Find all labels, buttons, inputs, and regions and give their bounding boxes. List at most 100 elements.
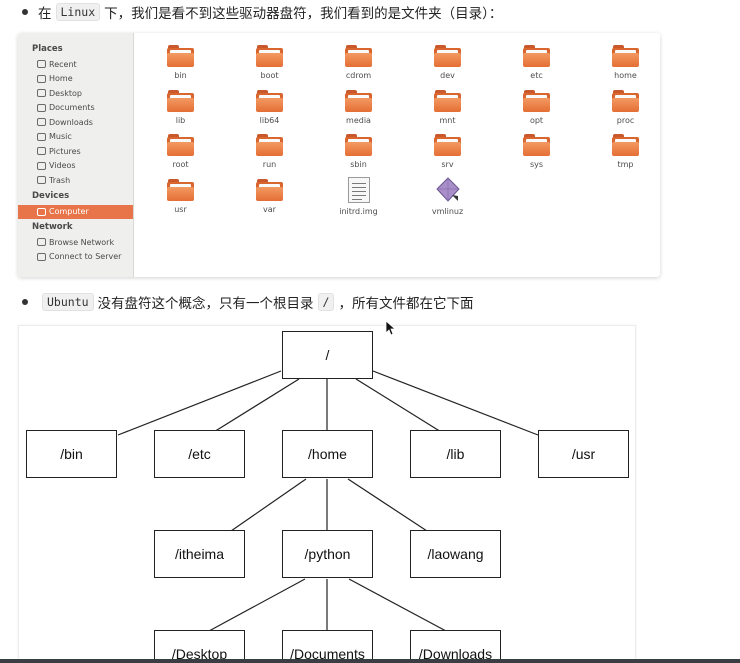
- file-name-label: sys: [529, 160, 544, 169]
- file-name-label: home: [614, 71, 637, 80]
- tree-connectors: [117, 370, 539, 632]
- folder-icon: [345, 134, 372, 156]
- sidebar-item-home[interactable]: Home: [18, 72, 133, 87]
- inline-code-root: /: [317, 293, 335, 311]
- folder-icon: [434, 45, 461, 67]
- folder-item[interactable]: sbin: [314, 132, 403, 177]
- folder-icon: [256, 45, 283, 67]
- edge-python-desktop: [208, 578, 306, 632]
- folder-item[interactable]: root: [136, 132, 225, 177]
- tree-node-downloads: /Downloads: [410, 630, 501, 663]
- file-name-label: initrd.img: [339, 206, 378, 216]
- bullet-suffix-text: 下，我们是看不到这些驱动器盘符，我们看到的是文件夹（目录）：: [104, 6, 503, 22]
- sidebar-item-label: Documents: [49, 103, 95, 113]
- edge-root-lib: [355, 378, 447, 436]
- folder-icon: [612, 89, 639, 112]
- folder-item[interactable]: media: [314, 88, 403, 133]
- file-name-label: lib64: [259, 115, 280, 125]
- tree-node-lib: /lib: [410, 430, 501, 478]
- sidebar-item-desktop[interactable]: Desktop: [18, 86, 133, 101]
- directory-tree-diagram: / /bin /etc /home /lib /usr /itheima /py…: [18, 325, 636, 663]
- bullet-linux-directories: 在 Linux 下，我们是看不到这些驱动器盘符，我们看到的是文件夹（目录）：: [22, 0, 502, 24]
- tree-node-home: /home: [282, 430, 373, 478]
- file-item[interactable]: initrd.img: [314, 176, 403, 222]
- bottom-edge-bar: [0, 659, 740, 663]
- tree-node-itheima: /itheima: [154, 530, 245, 578]
- sidebar-item-browse-network[interactable]: Browse Network: [18, 235, 133, 250]
- folder-icon: [612, 45, 639, 67]
- folder-icon: [523, 134, 550, 156]
- folder-item[interactable]: etc: [492, 43, 581, 88]
- folder-item[interactable]: lib64: [225, 88, 314, 133]
- folder-item[interactable]: bin: [136, 43, 225, 88]
- file-name-label: mnt: [439, 115, 456, 125]
- sidebar-item-computer[interactable]: Computer: [18, 204, 133, 219]
- folder-icon: [167, 178, 194, 201]
- sidebar-item-label: Browse Network: [49, 237, 115, 247]
- folder-item[interactable]: usr: [136, 177, 225, 222]
- binary-file-icon: [435, 176, 460, 202]
- folder-item[interactable]: opt: [492, 88, 581, 133]
- file-name-label: dev: [440, 71, 455, 80]
- sidebar-item-label: Trash: [49, 175, 71, 185]
- sidebar-item-videos[interactable]: Videos: [18, 159, 133, 174]
- sidebar-item-music[interactable]: Music: [18, 130, 133, 145]
- folder-item[interactable]: proc: [581, 88, 660, 133]
- sidebar-item-trash[interactable]: Trash: [18, 173, 133, 188]
- home-icon: [37, 74, 46, 83]
- sidebar-item-downloads[interactable]: Downloads: [18, 115, 133, 130]
- edge-home-itheima: [230, 478, 307, 532]
- tree-node-etc: /etc: [154, 430, 245, 478]
- folder-item[interactable]: sys: [492, 132, 581, 177]
- folder-icon: [256, 134, 283, 156]
- file-name-label: usr: [174, 204, 187, 214]
- folder-icon: [167, 89, 194, 112]
- file-name-label: sbin: [350, 160, 367, 169]
- folder-item[interactable]: cdrom: [314, 43, 403, 88]
- file-name-label: root: [172, 160, 189, 169]
- tree-node-python: /python: [282, 530, 373, 578]
- folder-item[interactable]: mnt: [403, 88, 492, 133]
- file-name-label: run: [262, 160, 277, 169]
- file-item[interactable]: vmlinuz: [403, 176, 492, 222]
- film-icon: [37, 161, 46, 170]
- sidebar-item-recent[interactable]: Recent: [18, 57, 133, 72]
- sidebar-item-documents[interactable]: Documents: [18, 101, 133, 116]
- sidebar-item-pictures[interactable]: Pictures: [18, 144, 133, 159]
- sidebar-item-label: Computer: [49, 207, 89, 217]
- trash-icon: [37, 176, 46, 185]
- folder-icon: [612, 134, 639, 156]
- bullet-text-2: ，所有文件都在它下面: [338, 296, 474, 312]
- sidebar-item-label: Downloads: [49, 117, 93, 127]
- folder-icon: [345, 45, 372, 67]
- inline-code-linux: Linux: [55, 3, 101, 21]
- folder-item[interactable]: lib: [136, 88, 225, 133]
- bullet-ubuntu-root: Ubuntu 没有盘符这个概念，只有一个根目录 / ，所有文件都在它下面: [22, 290, 473, 314]
- file-name-label: bin: [174, 71, 187, 80]
- sidebar-item-connect-to-server[interactable]: Connect to Server: [18, 250, 133, 265]
- folder-item[interactable]: home: [581, 43, 660, 88]
- folder-item[interactable]: var: [225, 177, 314, 222]
- computer-icon: [37, 207, 46, 216]
- sidebar-item-label: Pictures: [49, 146, 81, 156]
- mouse-cursor-icon: [385, 320, 395, 336]
- tree-node-root: /: [282, 331, 373, 379]
- music-icon: [37, 132, 46, 141]
- folder-item[interactable]: tmp: [581, 132, 660, 177]
- file-name-label: opt: [529, 115, 544, 125]
- file-name-label: srv: [441, 160, 454, 169]
- folder-icon: [167, 45, 194, 67]
- download-icon: [37, 118, 46, 127]
- file-name-label: lib: [175, 115, 186, 125]
- folder-item[interactable]: dev: [403, 43, 492, 88]
- sidebar-item-label: Desktop: [49, 88, 82, 98]
- file-name-label: var: [263, 204, 276, 214]
- folder-item[interactable]: srv: [403, 132, 492, 177]
- desktop-icon: [37, 89, 46, 98]
- sidebar-item-label: Videos: [49, 161, 76, 171]
- folder-item[interactable]: boot: [225, 43, 314, 88]
- folder-item[interactable]: run: [225, 132, 314, 177]
